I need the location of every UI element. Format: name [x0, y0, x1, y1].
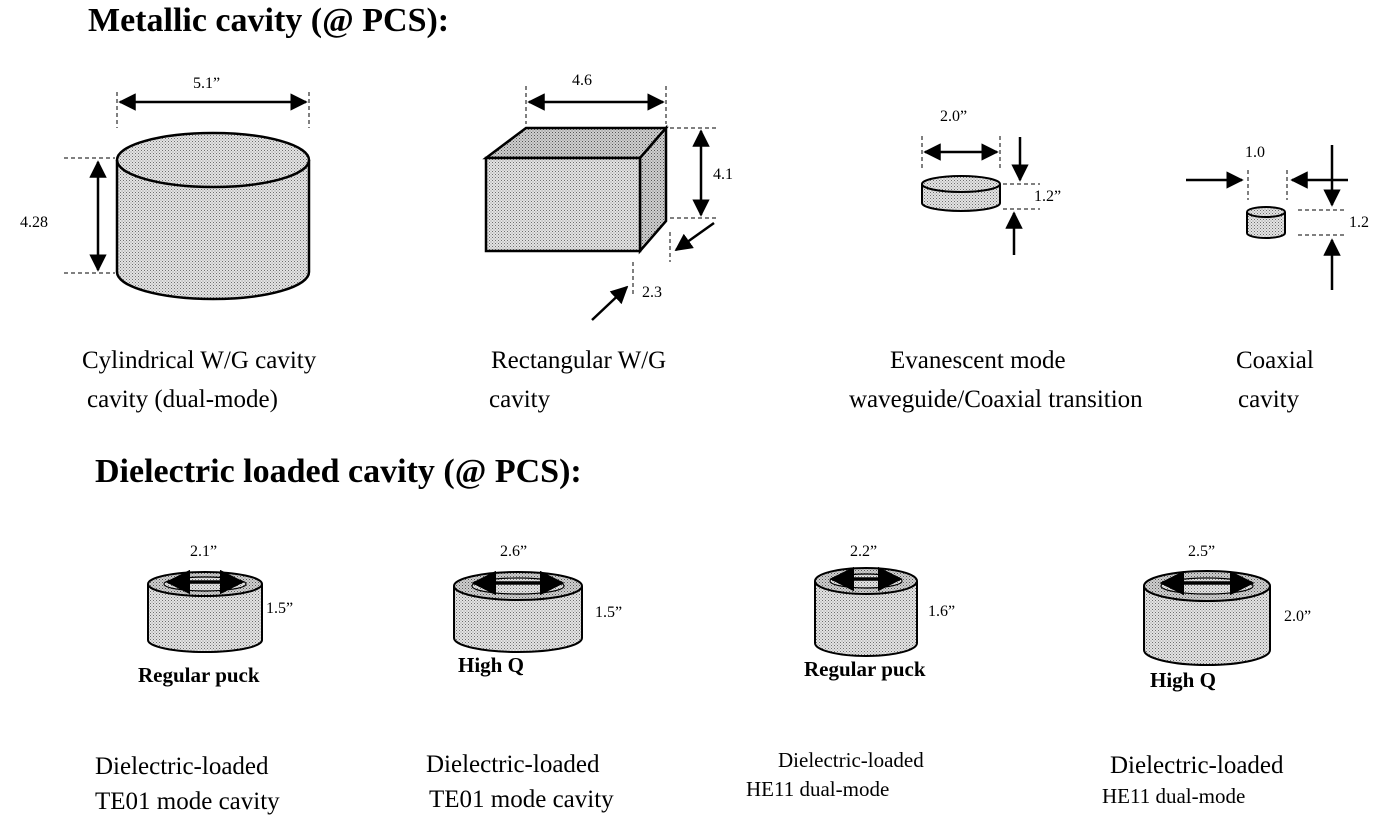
puck-1-width-label: 2.1”	[190, 543, 218, 560]
puck-1-type-label: Regular puck	[138, 663, 260, 687]
puck-3-caption-line2: HE11 dual-mode	[746, 777, 890, 801]
evanescent-height-label: 1.2”	[1034, 188, 1062, 205]
coaxial-cavity-shape	[1246, 206, 1286, 239]
puck-1-caption-line2: TE01 mode cavity	[95, 788, 280, 815]
puck-3-height-label: 1.6”	[928, 603, 956, 620]
evanescent-width-label: 2.0”	[940, 108, 968, 125]
cylindrical-dimension-lines	[64, 92, 310, 274]
coaxial-caption-line2: cavity	[1238, 386, 1300, 413]
puck-4-height-label: 2.0”	[1284, 608, 1312, 625]
dielectric-section-heading: Dielectric loaded cavity (@ PCS):	[95, 453, 582, 490]
rectangular-height-label: 4.1	[713, 166, 733, 183]
puck-4-width-label: 2.5”	[1188, 543, 1216, 560]
evanescent-dimension-lines	[921, 136, 1040, 255]
cylindrical-width-label: 5.1”	[193, 75, 221, 92]
puck-4-caption-line1: Dielectric-loaded	[1110, 752, 1284, 779]
dielectric-puck-3-shape	[814, 566, 918, 657]
evanescent-caption-line2: waveguide/Coaxial transition	[849, 386, 1143, 413]
coaxial-caption-line1: Coaxial	[1236, 347, 1314, 374]
dielectric-puck-4-shape	[1143, 570, 1271, 666]
puck-1-height-label: 1.5”	[266, 600, 294, 617]
puck-2-width-label: 2.6”	[500, 543, 528, 560]
rectangular-depth-label: 2.3	[642, 284, 662, 301]
rectangular-dimension-lines	[525, 86, 718, 321]
puck-4-type-label: High Q	[1150, 668, 1216, 692]
puck-4-caption-line2: HE11 dual-mode	[1102, 784, 1246, 808]
cylindrical-caption-line1: Cylindrical W/G cavity	[82, 347, 317, 374]
rectangular-cavity-shape	[482, 124, 669, 255]
puck-1-caption-line1: Dielectric-loaded	[95, 753, 269, 780]
coaxial-width-label: 1.0	[1245, 144, 1265, 161]
puck-2-caption-line1: Dielectric-loaded	[426, 751, 600, 778]
metallic-section-heading: Metallic cavity (@ PCS):	[88, 2, 450, 39]
cylindrical-height-label: 4.28	[20, 214, 48, 231]
puck-2-caption-line2: TE01 mode cavity	[429, 786, 614, 813]
coaxial-height-label: 1.2	[1349, 214, 1369, 231]
cylindrical-caption-line2: cavity (dual-mode)	[87, 386, 278, 413]
puck-3-caption-line1: Dielectric-loaded	[778, 748, 924, 772]
rectangular-width-label: 4.6	[572, 72, 592, 89]
rectangular-caption-line2: cavity	[489, 386, 551, 413]
cylindrical-cavity-shape	[115, 131, 311, 301]
dielectric-puck-2-shape	[453, 570, 583, 653]
coaxial-dimension-lines	[1186, 145, 1348, 290]
evanescent-cavity-shape	[921, 175, 1001, 212]
dielectric-puck-1-shape	[147, 569, 263, 653]
puck-3-type-label: Regular puck	[804, 657, 926, 681]
puck-3-width-label: 2.2”	[850, 543, 878, 560]
evanescent-caption-line1: Evanescent mode	[890, 347, 1066, 374]
puck-2-type-label: High Q	[458, 653, 524, 677]
rectangular-caption-line1: Rectangular W/G	[491, 347, 667, 374]
puck-2-height-label: 1.5”	[595, 604, 623, 621]
